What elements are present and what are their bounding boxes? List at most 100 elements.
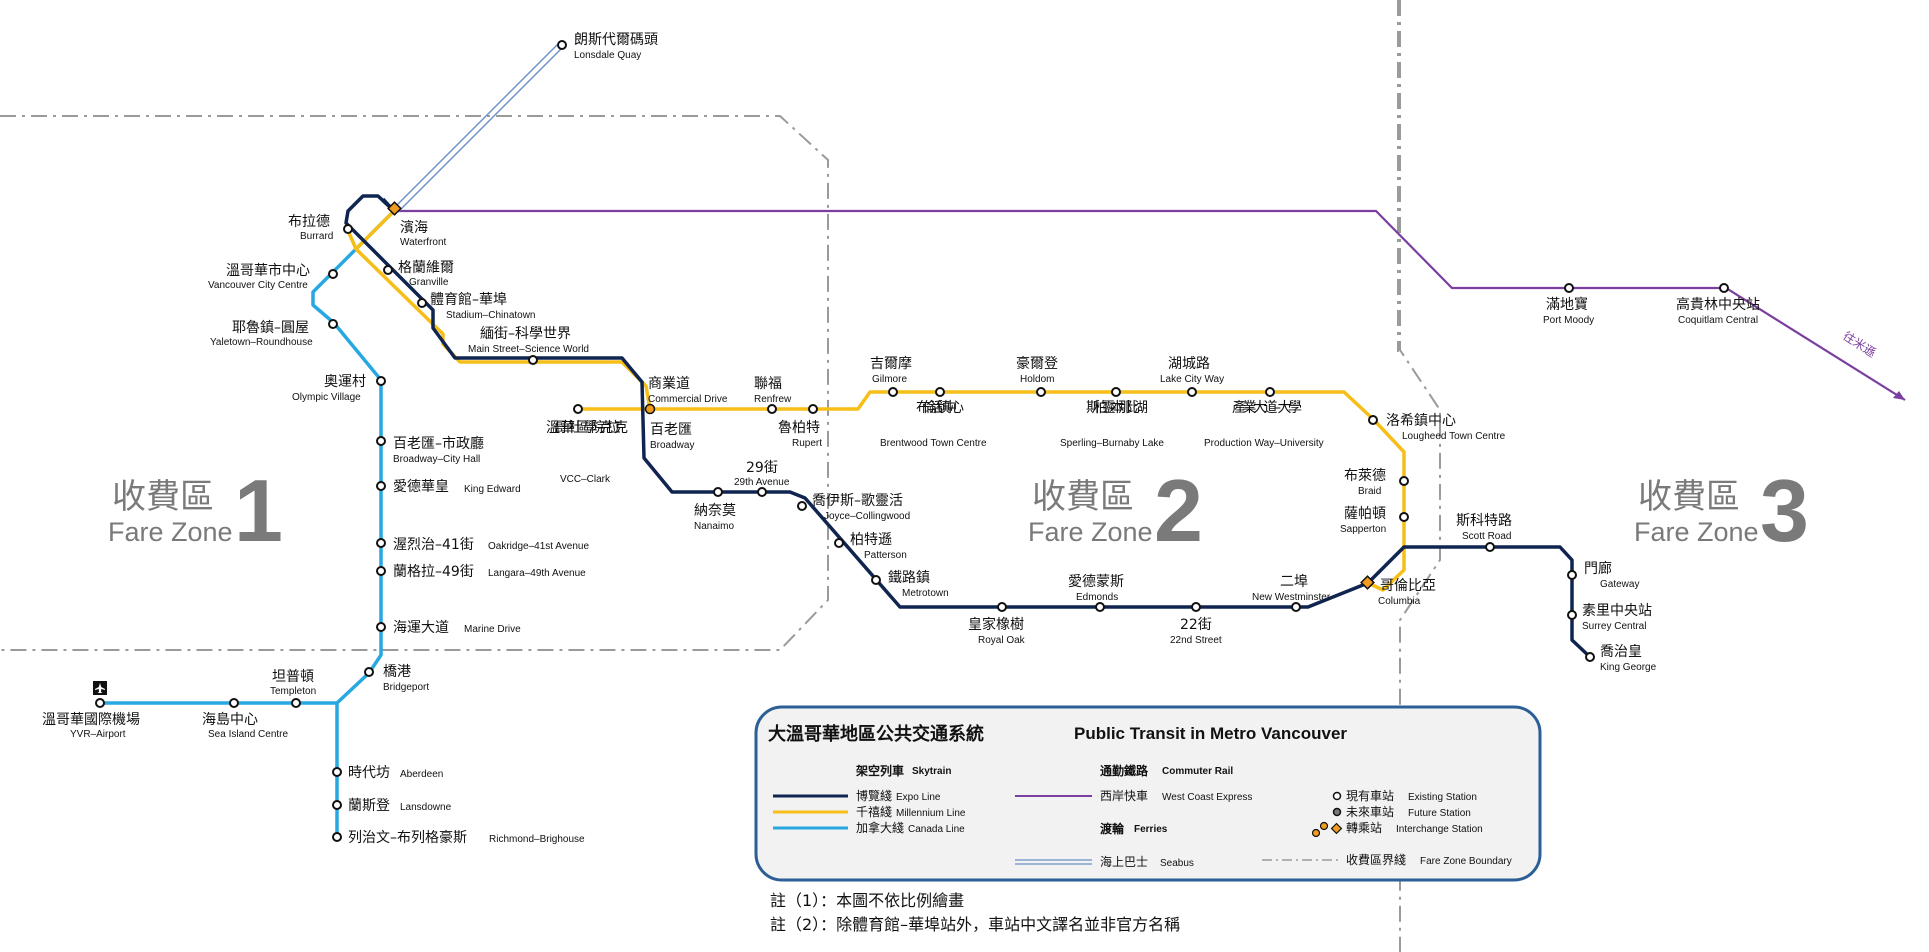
label-langara-cn: 蘭格拉–49街 (393, 564, 474, 580)
station-kingedward[interactable] (376, 481, 386, 491)
station-portmoody[interactable] (1564, 283, 1574, 293)
station-vccclark[interactable] (573, 404, 583, 414)
station-brentwood[interactable] (935, 387, 945, 397)
station-braid[interactable] (1399, 476, 1409, 486)
label-coquitlam-en: Coquitlam Central (1678, 315, 1758, 326)
station-yvr[interactable] (95, 698, 105, 708)
station-rupert[interactable] (808, 404, 818, 414)
station-holdom[interactable] (1036, 387, 1046, 397)
station-lakecity[interactable] (1187, 387, 1197, 397)
station-patterson[interactable] (834, 538, 844, 548)
label-seaisland-en: Sea Island Centre (208, 729, 288, 740)
zone-3-cn: 收費區 (1638, 477, 1740, 517)
station-nanaimo[interactable] (713, 487, 723, 497)
station-stadium[interactable] (417, 298, 427, 308)
label-waterfront-cn: 濱海 (400, 220, 428, 236)
legend: 大溫哥華地區公共交通系統 Public Transit in Metro Van… (754, 705, 1542, 882)
station-sapperton[interactable] (1399, 512, 1409, 522)
station-22nd[interactable] (1191, 602, 1201, 612)
station-waterfront[interactable] (387, 201, 402, 216)
station-langara[interactable] (376, 566, 386, 576)
legend-commuter-en: Commuter Rail (1162, 766, 1233, 777)
station-renfrew[interactable] (767, 404, 777, 414)
legend-millennium-en: Millennium Line (896, 808, 966, 819)
station-edmonds[interactable] (1095, 602, 1105, 612)
station-production[interactable] (1265, 387, 1275, 397)
station-olympic[interactable] (376, 376, 386, 386)
station-surrey[interactable] (1567, 610, 1577, 620)
station-lonsdale[interactable] (557, 40, 567, 50)
legend-canada-cn: 加拿大綫 (856, 820, 904, 835)
label-richmond-en: Richmond–Brighouse (489, 834, 585, 845)
label-patterson-cn: 柏特遜 (850, 532, 892, 548)
station-royaloak[interactable] (997, 602, 1007, 612)
station-oakridge[interactable] (376, 538, 386, 548)
station-bridgeport[interactable] (364, 667, 374, 677)
label-scott-cn: 斯科特路 (1456, 513, 1512, 529)
station-metrotown[interactable] (871, 575, 881, 585)
station-seaisland[interactable] (229, 698, 239, 708)
legend-interchange-en: Interchange Station (1396, 824, 1483, 835)
west-coast-express-line (394, 209, 1906, 401)
station-broadwaych[interactable] (376, 436, 386, 446)
legend-interchange-swatch-c (1330, 822, 1343, 835)
station-mainstreet[interactable] (528, 355, 538, 365)
label-surrey-cn: 素里中央站 (1582, 603, 1652, 619)
station-coquitlam[interactable] (1719, 283, 1729, 293)
zone-label-2: 收費區 Fare Zone 2 (1028, 461, 1203, 560)
station-newwest[interactable] (1291, 602, 1301, 612)
station-scott[interactable] (1485, 542, 1495, 552)
station-gilmore[interactable] (888, 387, 898, 397)
station-joyce[interactable] (797, 501, 807, 511)
station-sperling[interactable] (1111, 387, 1121, 397)
label-marine-en: Marine Drive (464, 624, 521, 635)
label-29th-cn: 29街 (746, 460, 778, 476)
label-broadway-en: Broadway (650, 440, 694, 451)
station-richmond[interactable] (332, 832, 342, 842)
legend-boundary-cn: 收費區界綫 (1346, 852, 1406, 867)
label-aberdeen-cn: 時代坊 (348, 765, 390, 781)
label-gilmore-en: Gilmore (872, 374, 907, 385)
station-29th[interactable] (757, 487, 767, 497)
legend-existing-cn: 現有車站 (1346, 789, 1394, 803)
label-royaloak-cn: 皇家橡樹 (968, 616, 1024, 633)
label-renfrew-en: Renfrew (754, 394, 792, 405)
mission-label: 往米遜 (1840, 328, 1878, 360)
label-kinggeorge-en: King George (1600, 662, 1657, 673)
station-commercial[interactable] (644, 403, 656, 415)
label-holdom-cn: 豪爾登 (1016, 356, 1058, 372)
legend-ferries-cn: 渡輪 (1100, 821, 1125, 836)
label-braid-cn: 布萊德 (1344, 468, 1386, 484)
zone-2-cn: 收費區 (1032, 477, 1134, 517)
label-olympic-en: Olympic Village (292, 392, 361, 403)
label-waterfront-en: Waterfront (400, 237, 447, 248)
station-kinggeorge[interactable] (1585, 652, 1595, 662)
legend-commuter-cn: 通勤鐵路 (1100, 763, 1149, 778)
station-yaletown[interactable] (328, 319, 338, 329)
label-joyce-cn: 喬伊斯–歌靈活 (812, 493, 903, 509)
label-newwest-cn: 二埠 (1280, 573, 1308, 590)
label-surrey-en: Surrey Central (1582, 621, 1646, 632)
station-marine[interactable] (376, 622, 386, 632)
zone-3-number: 3 (1760, 461, 1809, 560)
station-templeton[interactable] (291, 698, 301, 708)
legend-wce-en: West Coast Express (1162, 792, 1252, 803)
label-commercial-en: Commercial Drive (648, 394, 728, 405)
station-gateway[interactable] (1567, 570, 1577, 580)
station-vcc[interactable] (328, 269, 338, 279)
station-aberdeen[interactable] (332, 767, 342, 777)
label-gateway-cn: 門廊 (1584, 560, 1612, 577)
station-burrard[interactable] (343, 224, 353, 234)
label-broadway-cn: 百老匯 (650, 422, 692, 438)
label-bridgeport-cn: 橋港 (383, 664, 411, 680)
station-granville[interactable] (383, 265, 393, 275)
station-lansdowne[interactable] (332, 800, 342, 810)
label-gateway-en: Gateway (1600, 579, 1639, 590)
station-columbia[interactable] (1360, 575, 1375, 590)
legend-future-cn: 未來車站 (1346, 805, 1394, 819)
legend-title-en: Public Transit in Metro Vancouver (1074, 724, 1347, 743)
label-brentwood-cn: 布倫活鎮中心 (916, 400, 964, 416)
station-lougheed[interactable] (1368, 415, 1378, 425)
legend-title-cn: 大溫哥華地區公共交通系統 (768, 723, 984, 745)
stations: 朗斯代爾碼頭 Lonsdale Quay 濱海 Waterfront 布拉德 B… (42, 32, 1760, 846)
